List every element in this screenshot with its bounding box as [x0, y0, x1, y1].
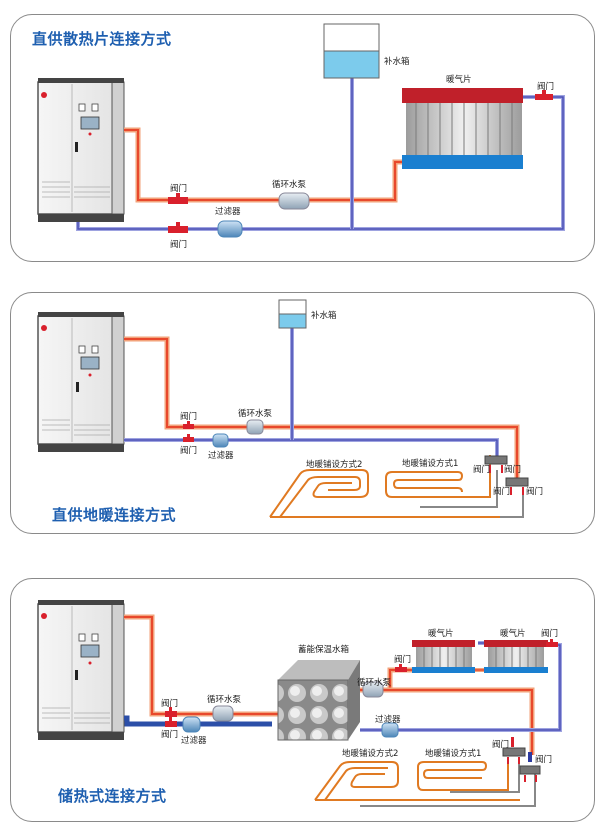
- valve-label: 阀门: [180, 445, 197, 456]
- boiler-cabinet: [37, 600, 125, 740]
- valve-icon: [507, 757, 509, 764]
- filter: [217, 220, 243, 238]
- brand-logo-icon: [41, 613, 47, 619]
- floor-coil-layout-2: [314, 761, 520, 801]
- valve-icon: [510, 487, 512, 495]
- gauge-icon: [78, 345, 86, 354]
- circulation-pump: [246, 419, 264, 435]
- valve-label: 阀门: [504, 464, 521, 475]
- valve-label: 阀门: [394, 654, 411, 665]
- valve-icon: [528, 752, 532, 762]
- gauge-icon: [91, 103, 99, 112]
- valve-label: 阀门: [493, 486, 510, 497]
- valve-label: 阀门: [537, 81, 554, 92]
- pump-label: 循环水泵: [238, 408, 273, 419]
- valve-label: 阀门: [535, 754, 552, 765]
- filter-label: 过滤器: [215, 206, 241, 217]
- valve-icon: [168, 193, 188, 204]
- circulation-pump: [362, 681, 384, 698]
- storage-tank-label: 蓄能保温水箱: [298, 644, 350, 655]
- valve-icon: [522, 487, 524, 495]
- floor-coil-layout-1: [417, 757, 509, 791]
- floor-coil-layout-1: [385, 455, 491, 498]
- return-line-gray: [420, 470, 524, 518]
- panel-title: 直供散热片连接方式: [32, 30, 172, 48]
- valve-label: 阀门: [170, 239, 187, 250]
- valve-label: 阀门: [170, 183, 187, 194]
- circulation-pump: [212, 705, 234, 722]
- brand-logo-icon: [41, 92, 47, 98]
- makeup-tank-label: 补水箱: [384, 56, 410, 67]
- valve-icon: [535, 90, 553, 100]
- makeup-water-tank: [323, 23, 380, 79]
- panel-title: 储热式连接方式: [58, 787, 167, 805]
- filter-label: 过滤器: [375, 714, 401, 725]
- pump-label: 循环水泵: [357, 677, 392, 688]
- gauge-icon: [91, 345, 99, 354]
- supply-pipe: [124, 614, 278, 717]
- valve-label: 阀门: [526, 486, 543, 497]
- storage-water-tank: [277, 660, 360, 741]
- valve-icon: [501, 465, 503, 473]
- valve-icon: [511, 737, 514, 747]
- radiator-label: 暖气片: [446, 74, 472, 85]
- manifold: [484, 455, 529, 487]
- valve-icon: [183, 434, 194, 442]
- valve-label: 阀门: [161, 729, 178, 740]
- valve-label: 阀门: [161, 698, 178, 709]
- floor-coil-layout-2: [269, 469, 500, 518]
- control-screen: [80, 116, 100, 130]
- floor-layout-label: 地暖铺设方式1: [425, 748, 481, 759]
- valve-icon: [165, 707, 177, 717]
- valve-label: 阀门: [473, 464, 490, 475]
- pump-label: 循环水泵: [207, 694, 242, 705]
- makeup-water-tank: [278, 299, 307, 329]
- filter-label: 过滤器: [208, 450, 234, 461]
- supply-pipe: [124, 336, 520, 478]
- valve-icon: [535, 775, 537, 782]
- filter: [182, 716, 201, 733]
- radiator-label: 暖气片: [428, 628, 454, 639]
- gauge-icon: [78, 103, 86, 112]
- filter: [381, 722, 399, 738]
- valve-icon: [546, 639, 558, 647]
- valve-icon: [395, 664, 407, 672]
- return-line-gray: [360, 757, 536, 807]
- supply-pipe: [124, 127, 402, 203]
- valve-icon: [168, 222, 188, 233]
- radiator-label: 暖气片: [500, 628, 526, 639]
- floor-layout-label: 地暖铺设方式2: [342, 748, 398, 759]
- control-screen: [80, 644, 100, 658]
- radiator: [484, 640, 548, 673]
- radiator: [412, 640, 475, 673]
- panel-title: 直供地暖连接方式: [52, 506, 177, 524]
- filter: [212, 433, 229, 448]
- valve-label: 阀门: [541, 628, 558, 639]
- valve-icon: [165, 717, 177, 727]
- floor-layout-label: 地暖铺设方式1: [402, 458, 458, 469]
- circulation-pump: [278, 192, 310, 210]
- valve-icon: [518, 757, 520, 764]
- radiator: [402, 88, 523, 169]
- brand-logo-icon: [41, 325, 47, 331]
- valve-icon: [489, 465, 491, 473]
- gauge-icon: [78, 633, 86, 642]
- boiler-cabinet: [37, 312, 125, 452]
- valve-label: 阀门: [180, 411, 197, 422]
- gauge-icon: [91, 633, 99, 642]
- makeup-tank-label: 补水箱: [311, 310, 337, 321]
- return-pipe: [124, 328, 499, 458]
- boiler-cabinet: [37, 78, 125, 222]
- manifold: [502, 747, 541, 775]
- control-screen: [80, 356, 100, 370]
- valve-label: 阀门: [492, 739, 509, 750]
- valve-icon: [524, 775, 526, 782]
- pump-label: 循环水泵: [272, 179, 307, 190]
- filter-label: 过滤器: [181, 735, 207, 746]
- floor-layout-label: 地暖铺设方式2: [306, 459, 362, 470]
- valve-icon: [183, 421, 194, 429]
